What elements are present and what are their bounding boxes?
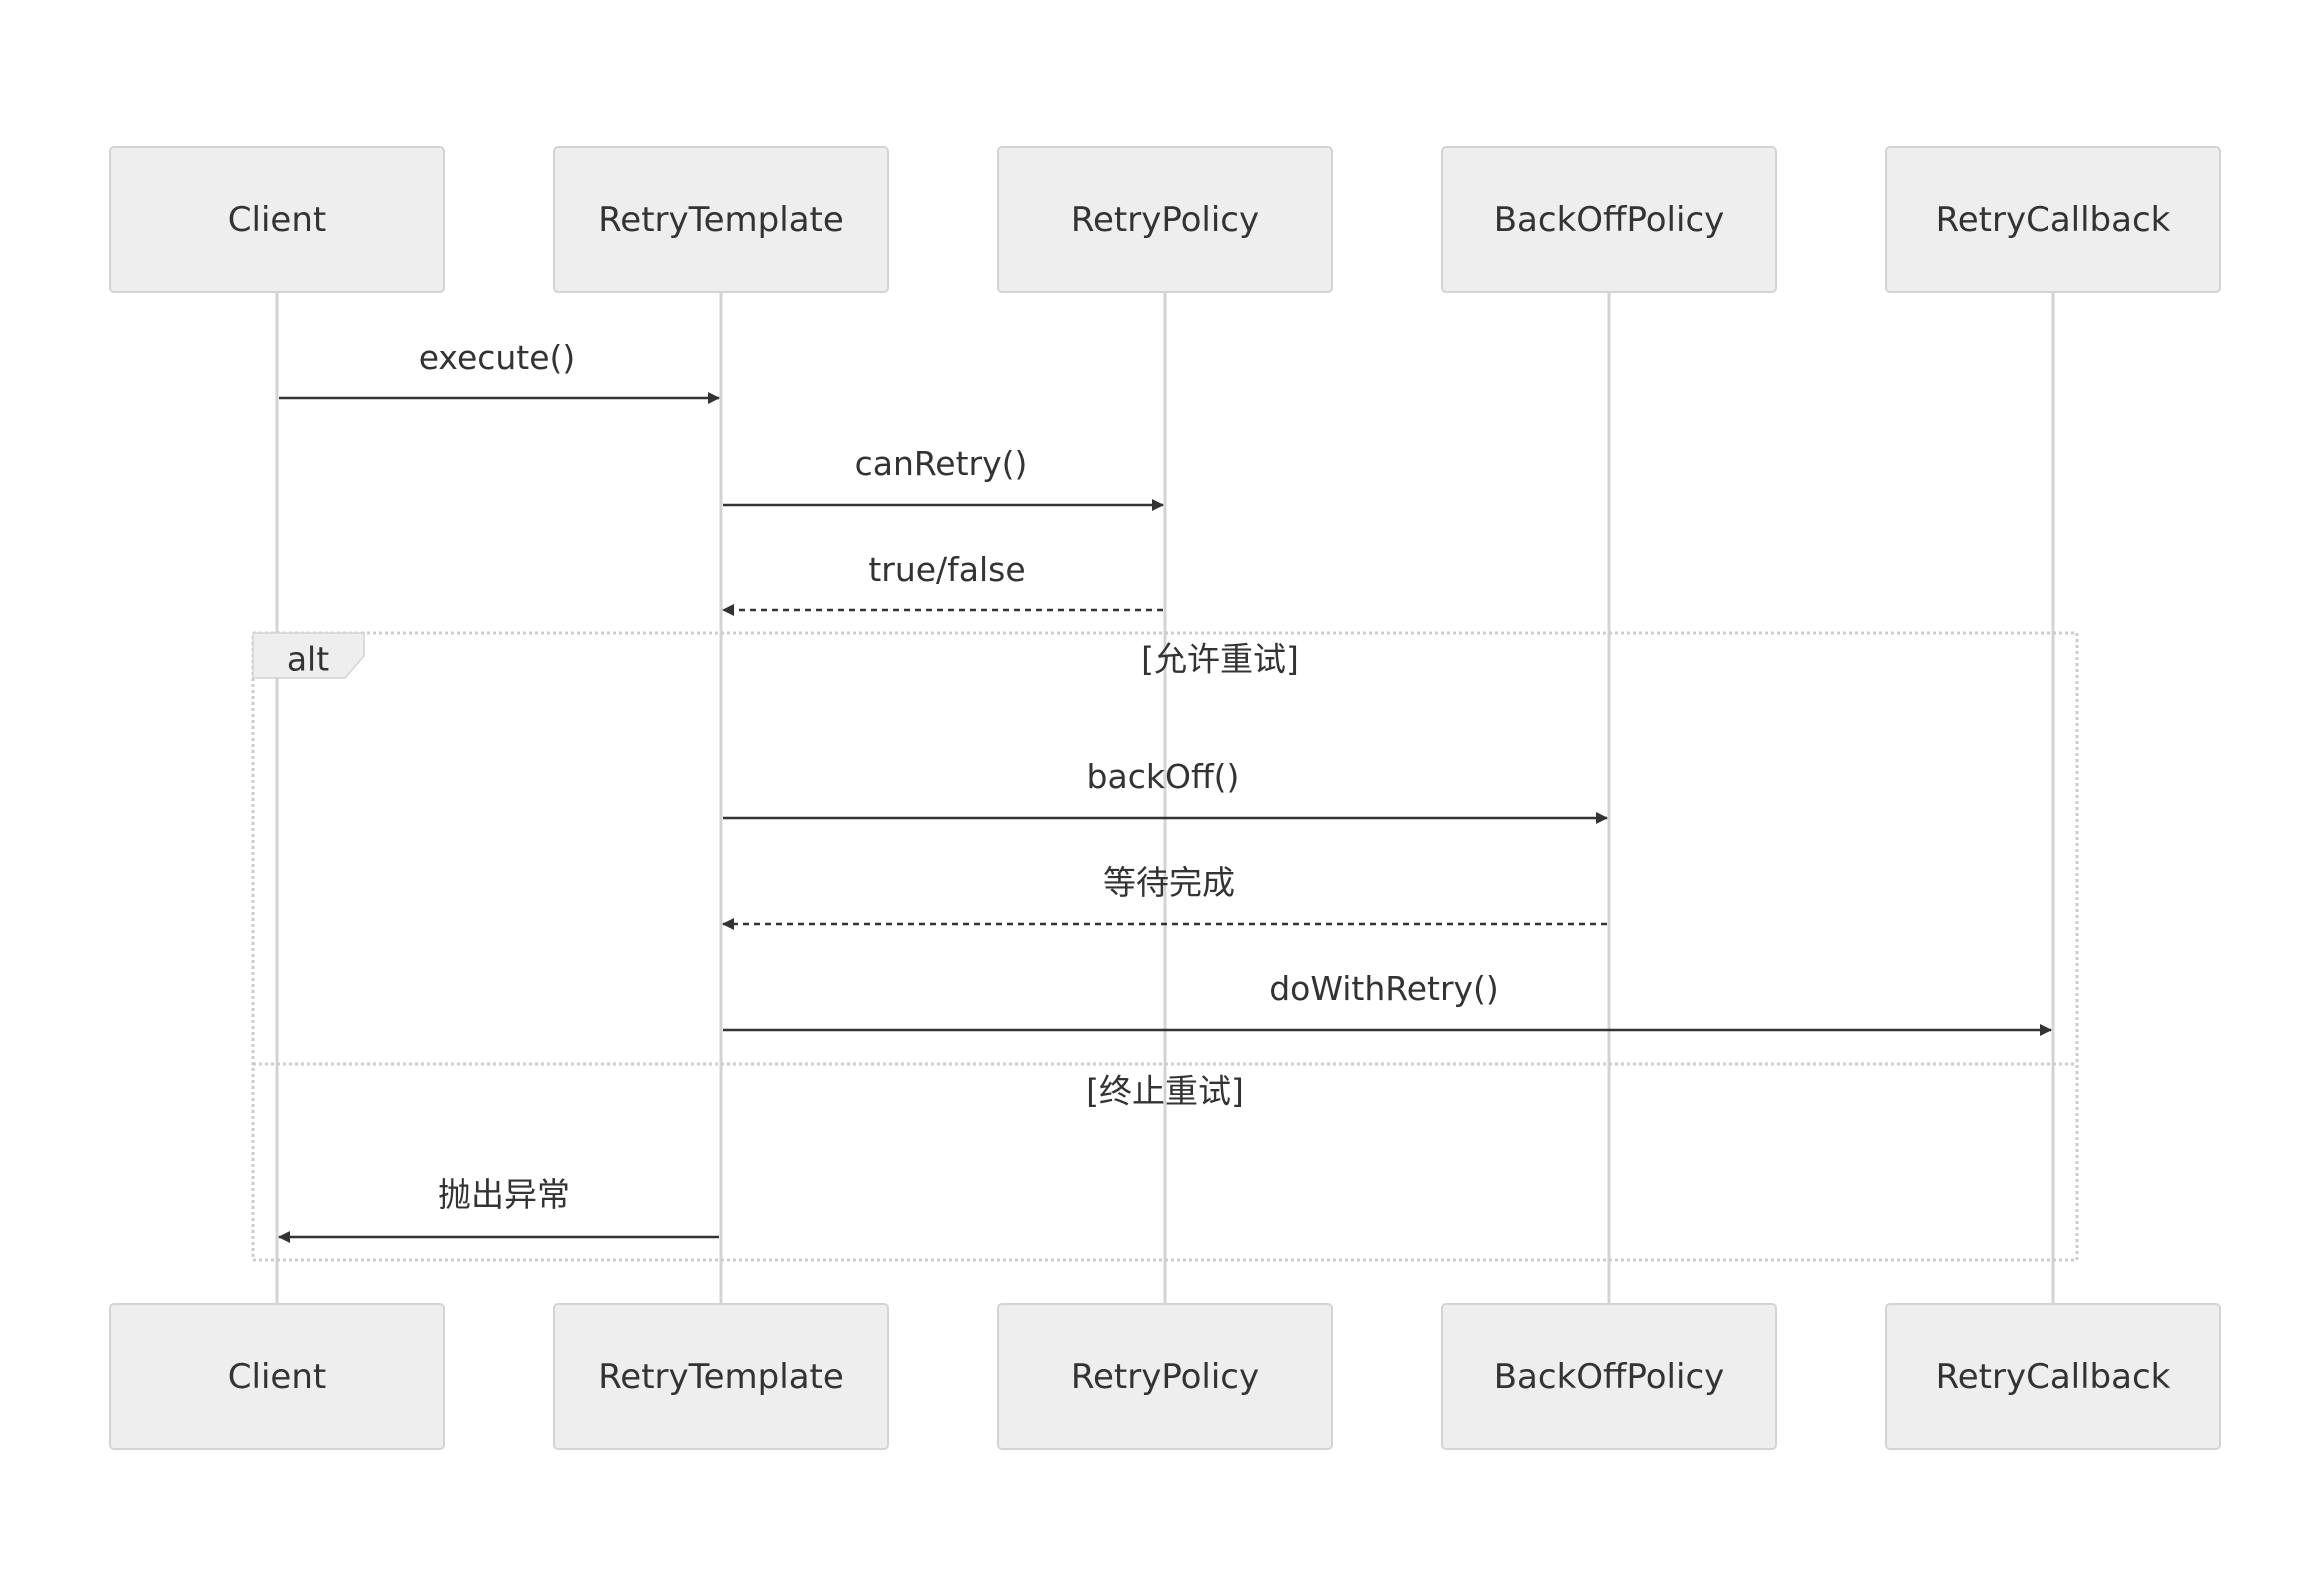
participant-box-retry-template-top: [553, 146, 889, 293]
alt-frame-border: [251, 631, 2079, 1262]
participant-box-client-bottom: [109, 1303, 445, 1450]
participant-label-retry-policy-top: RetryPolicy: [1071, 200, 1259, 240]
participants-bottom: Client RetryTemplate RetryPolicy BackOff…: [109, 1303, 2221, 1450]
message-label-can-retry: canRetry(): [855, 444, 1028, 483]
participant-box-retry-template-bottom: [553, 1303, 889, 1450]
participant-label-client-bottom: Client: [228, 1357, 326, 1397]
participant-label-retry-template-top: RetryTemplate: [598, 200, 844, 240]
lifelines: [275, 292, 2055, 1306]
participant-box-retry-callback-bottom: [1885, 1303, 2221, 1450]
participant-box-backoff-policy-top: [1441, 146, 1777, 293]
participants-top: Client RetryTemplate RetryPolicy BackOff…: [109, 146, 2221, 293]
message-label-do-with-retry: doWithRetry(): [1269, 969, 1499, 1008]
participant-label-backoff-policy-top: BackOffPolicy: [1494, 200, 1725, 240]
alt-frame-tab: [252, 632, 365, 679]
alt-condition-allow-retry: [允许重试]: [1141, 640, 1299, 679]
message-label-throw-exception: 抛出异常: [438, 1175, 570, 1214]
alt-frame-kind-label: alt: [287, 640, 329, 679]
alt-frame: alt [允许重试] [终止重试]: [251, 631, 2079, 1262]
participant-label-retry-policy-bottom: RetryPolicy: [1071, 1357, 1259, 1397]
alt-condition-stop-retry: [终止重试]: [1086, 1072, 1244, 1111]
participant-label-client-top: Client: [228, 200, 326, 240]
participant-box-retry-policy-bottom: [997, 1303, 1333, 1450]
message-label-execute: execute(): [419, 338, 576, 377]
messages: execute() canRetry() true/false backOff(…: [278, 338, 2052, 1243]
message-label-backoff: backOff(): [1087, 757, 1240, 796]
participant-box-client-top: [109, 146, 445, 293]
participant-label-retry-template-bottom: RetryTemplate: [598, 1357, 844, 1397]
participant-box-retry-callback-top: [1885, 146, 2221, 293]
participant-label-retry-callback-top: RetryCallback: [1936, 200, 2171, 240]
participant-label-backoff-policy-bottom: BackOffPolicy: [1494, 1357, 1725, 1397]
message-label-wait-complete: 等待完成: [1103, 863, 1235, 902]
participant-box-retry-policy-top: [997, 146, 1333, 293]
message-label-true-false: true/false: [868, 550, 1025, 589]
participant-box-backoff-policy-bottom: [1441, 1303, 1777, 1450]
participant-label-retry-callback-bottom: RetryCallback: [1936, 1357, 2171, 1397]
